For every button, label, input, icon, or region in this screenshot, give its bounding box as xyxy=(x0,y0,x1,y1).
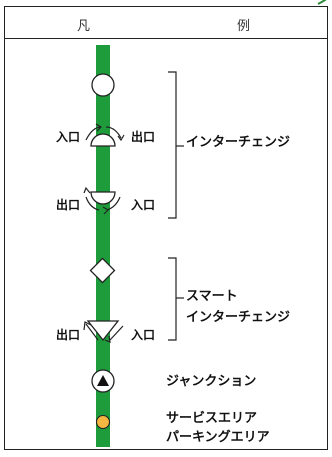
smart-ic-label-line2: インターチェンジ xyxy=(186,310,291,325)
smart-ic-diamond-symbol xyxy=(89,257,116,284)
ic-exit-arrowhead-lower-icon xyxy=(83,186,91,194)
legend-header: 凡 例 xyxy=(5,7,327,39)
header-char-right: 例 xyxy=(237,19,251,34)
smart-ic-entrance-label: 入口 xyxy=(131,328,156,342)
smart-ic-entrance-arrowhead-icon xyxy=(104,335,111,343)
ic-entrance-arrowhead-lower-icon xyxy=(102,206,109,215)
service-area-dot-symbol xyxy=(95,414,111,430)
junction-triangle-icon xyxy=(97,375,109,386)
smart-ic-entrance-arrow-icon xyxy=(109,325,124,341)
header-char-left: 凡 xyxy=(77,19,91,34)
smart-ic-label-line1: スマート xyxy=(186,289,238,304)
ic-exit-halfcircle-symbol xyxy=(90,191,116,205)
smart-ic-bracket xyxy=(168,257,177,341)
corner-decoration xyxy=(317,0,327,5)
smart-ic-exit-arrow-icon xyxy=(85,323,99,341)
ic-exit-arrow-lower-icon xyxy=(85,196,100,211)
interchange-label: インターチェンジ xyxy=(186,135,291,150)
ic-entrance-label-left: 入口 xyxy=(56,130,81,144)
interchange-bracket xyxy=(168,71,177,219)
ic-entrance-arrow-icon xyxy=(85,126,101,141)
ic-exit-label-left: 出口 xyxy=(56,198,81,212)
parking-area-label: パーキングエリア xyxy=(166,430,270,445)
ic-exit-label-right: 出口 xyxy=(131,130,156,144)
smart-ic-exit-label: 出口 xyxy=(56,328,81,342)
junction-label: ジャンクション xyxy=(166,374,257,389)
service-area-label: サービスエリア xyxy=(166,411,258,426)
ic-exit-arrow-icon xyxy=(105,126,122,139)
smart-ic-triangle-symbol xyxy=(86,320,120,342)
ic-entrance-arrowhead-icon xyxy=(95,123,102,132)
ic-entrance-label-right: 入口 xyxy=(131,198,156,212)
interchange-circle-symbol xyxy=(91,73,115,97)
legend-frame: 凡 例 xyxy=(4,6,328,450)
ic-entrance-arrow-lower-icon xyxy=(106,196,121,211)
ic-entrance-halfcircle-symbol xyxy=(90,133,116,147)
ic-exit-arrowhead-icon xyxy=(117,134,125,142)
smart-ic-exit-arrowhead-icon xyxy=(83,321,92,331)
